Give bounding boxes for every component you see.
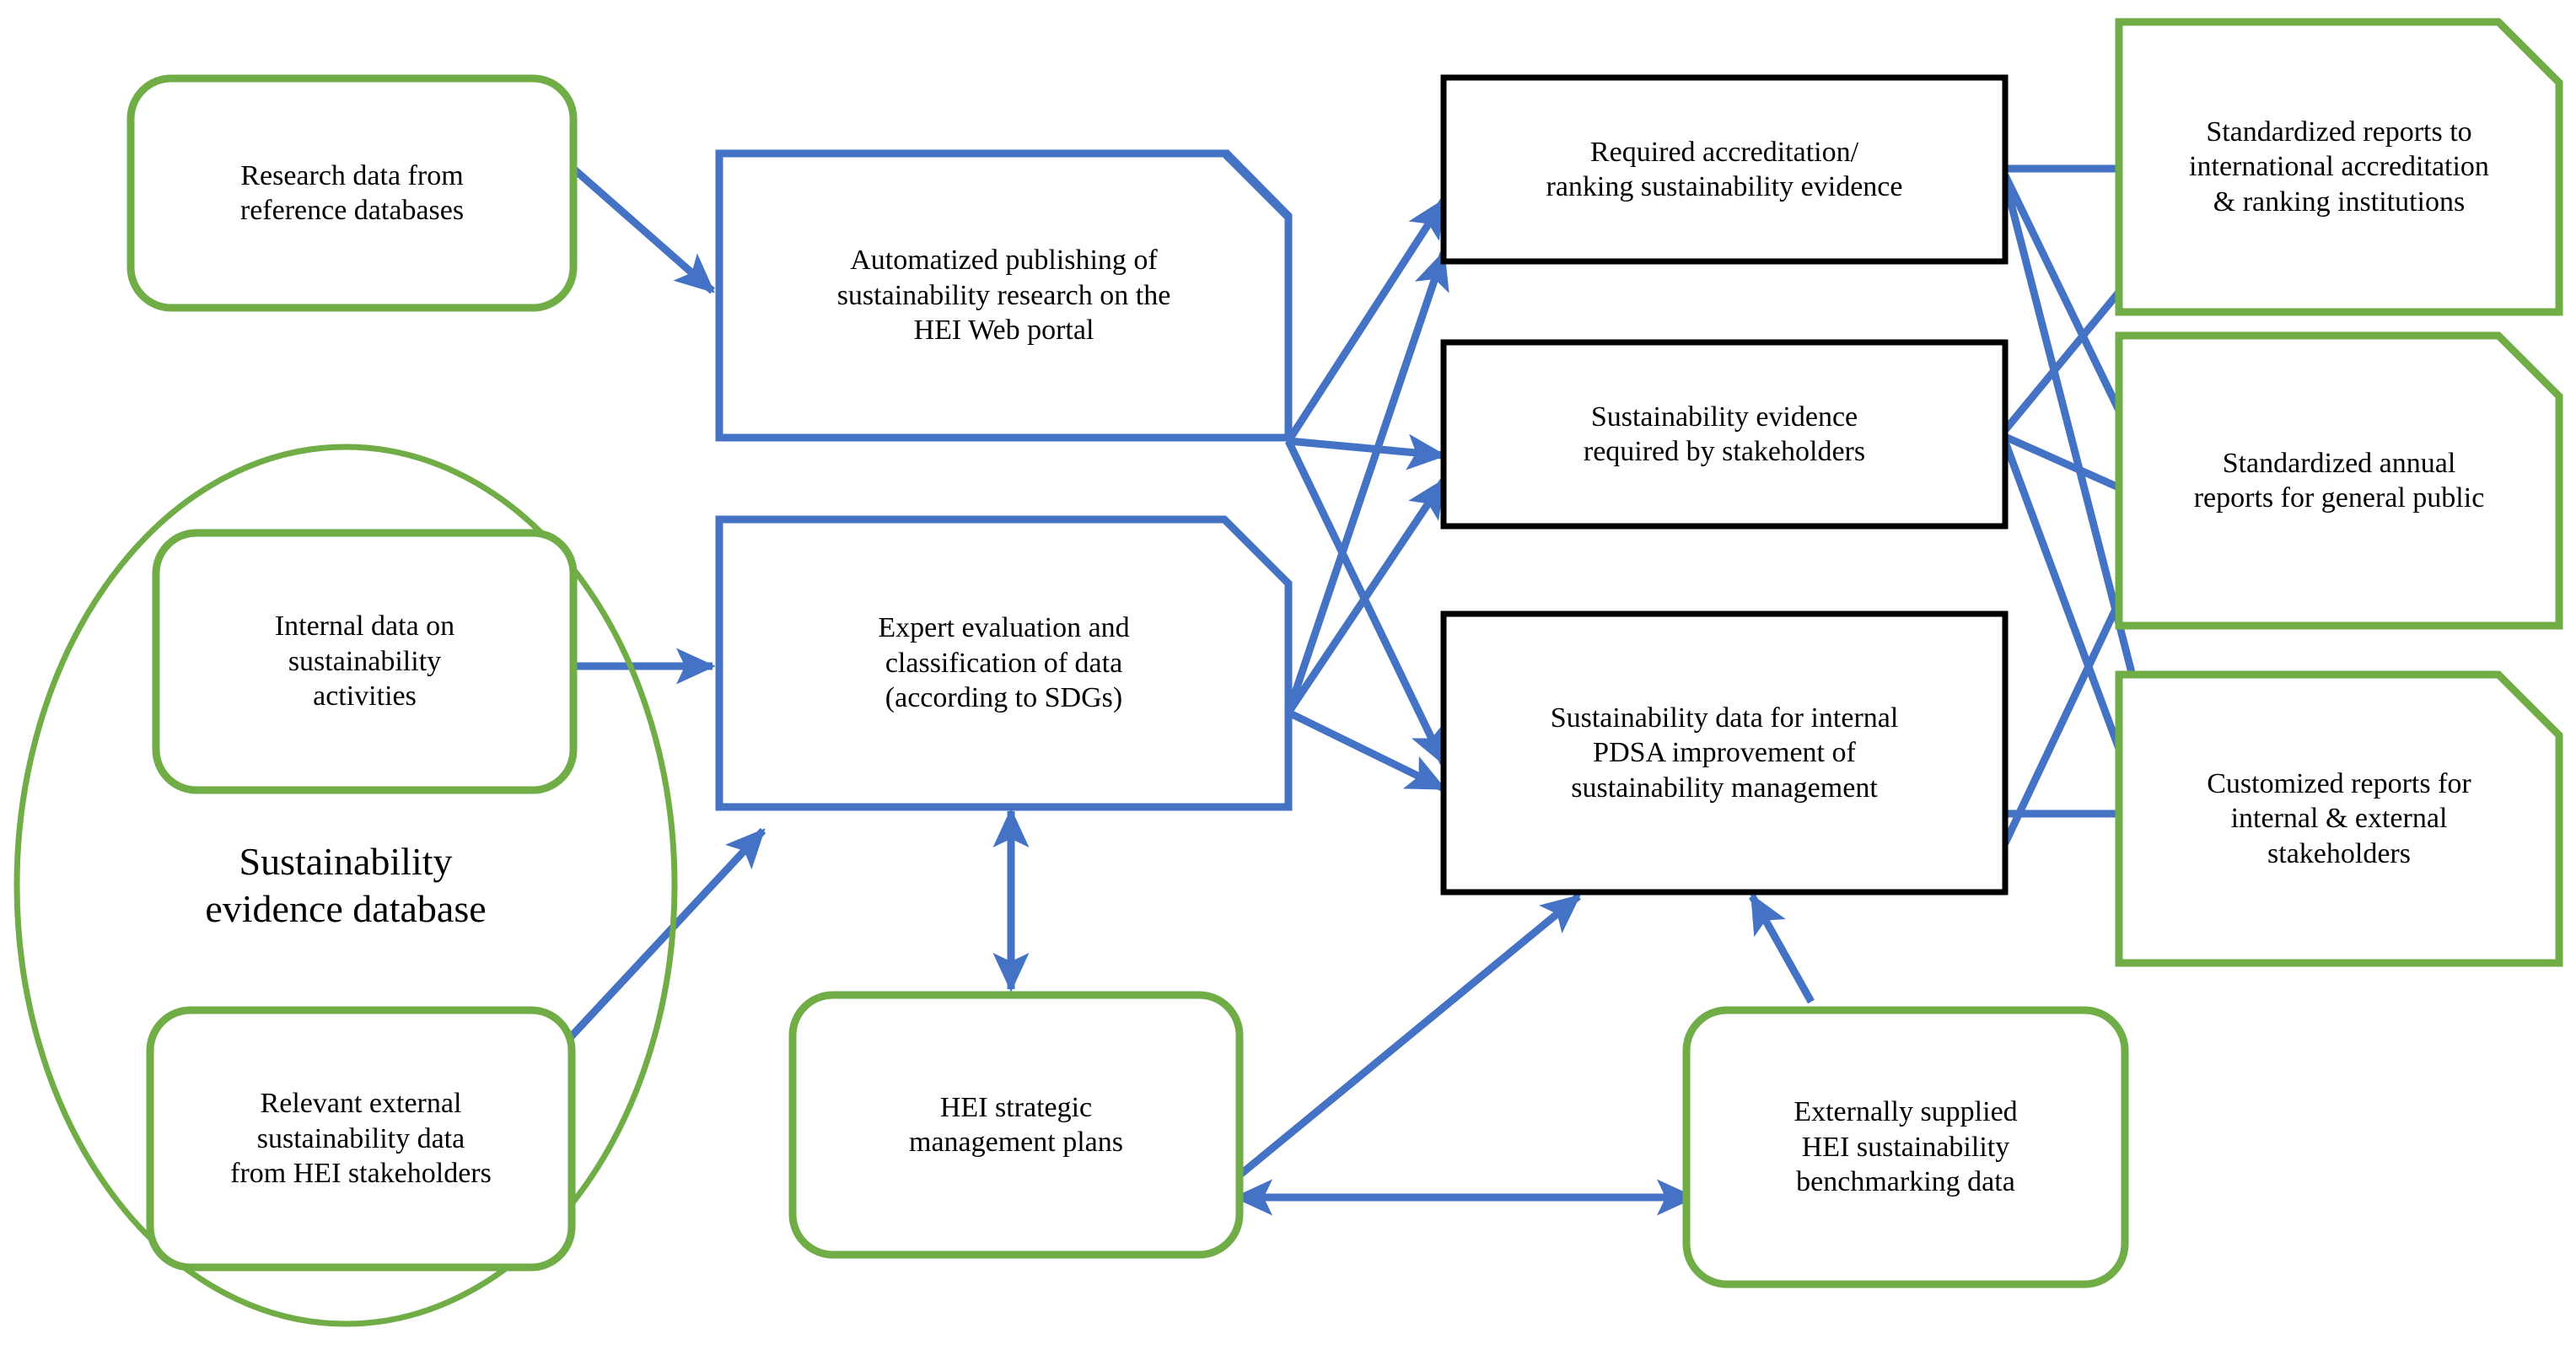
edge-research-to-publishing	[571, 165, 715, 294]
shape-expert-evaluation	[715, 515, 1293, 811]
edge-benchmarking-to-pdsa	[1749, 893, 1815, 1004]
shape-stakeholder-evidence	[1440, 339, 2009, 530]
shape-accreditation-reports	[2115, 18, 2563, 316]
edge-publishing-to-stakeholder	[1288, 433, 1447, 471]
shape-research-data	[126, 74, 578, 312]
shape-external-data	[146, 1006, 576, 1272]
shape-pdsa-data	[1440, 610, 2009, 896]
shape-strategic-plans	[788, 991, 1244, 1259]
shape-annual-reports	[2115, 331, 2563, 630]
shape-benchmarking-data	[1682, 1006, 2129, 1288]
shape-customized-reports	[2115, 670, 2563, 967]
edge-expert-to-accreditation	[1284, 250, 1449, 714]
shape-evidence-database	[13, 444, 678, 1327]
edge-external-to-expert	[563, 827, 766, 1045]
edge-expert-to-pdsa	[1287, 708, 1447, 793]
edge-expert-to-stakeholder	[1285, 477, 1447, 715]
shape-internal-data	[152, 529, 578, 794]
shape-automatized-publishing-outline	[715, 149, 1293, 442]
edge-publishing-to-accreditation	[1285, 197, 1447, 444]
edge-plans-to-pdsa	[1234, 893, 1581, 1181]
shape-accreditation-evidence	[1440, 74, 2009, 265]
